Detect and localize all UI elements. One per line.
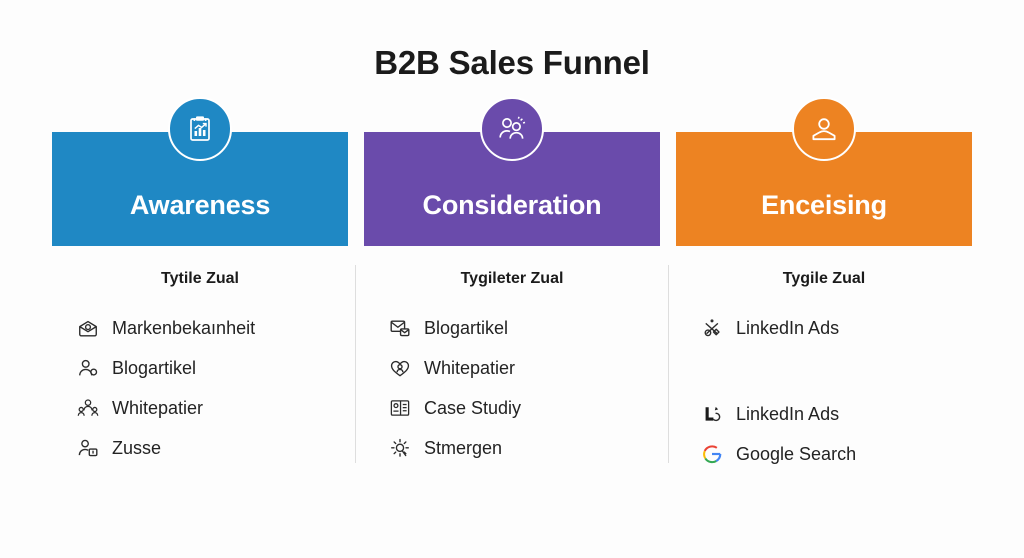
list-item-label: Zusse xyxy=(112,437,162,458)
column-divider-1 xyxy=(355,265,356,463)
stage-banner-consideration: Consideration xyxy=(364,97,660,246)
funnel-stage-awareness: Awareness Tytile Zual Markenbekaınheit xyxy=(52,97,348,468)
stage-item-list: Markenbekaınheit Blogartikel xyxy=(52,308,348,468)
list-item[interactable]: Zusse xyxy=(76,428,348,468)
sun-brightness-icon xyxy=(388,436,412,460)
list-item-label: LinkedIn Ads xyxy=(736,403,840,424)
people-group-icon xyxy=(76,396,100,420)
list-item[interactable]: Stmergen xyxy=(388,428,660,468)
google-g-icon xyxy=(700,442,724,466)
list-item[interactable]: Whitepatier xyxy=(388,348,660,388)
linkedin-l-icon xyxy=(700,402,724,426)
list-item-label: Whitepatier xyxy=(424,357,516,378)
stage-banner-enceising: Enceising xyxy=(676,97,972,246)
person-add-icon xyxy=(76,356,100,380)
list-item[interactable]: Blogartikel xyxy=(388,308,660,348)
funnel-columns: Awareness Tytile Zual Markenbekaınheit xyxy=(0,97,1024,552)
mail-envelope-icon xyxy=(388,316,412,340)
funnel-stage-enceising: Enceising Tygile Zual LinkedIn Ads xyxy=(676,97,972,474)
stage-item-list: Blogartikel Whitepatier xyxy=(364,308,660,468)
stage-item-list: LinkedIn Ads LinkedIn Ads xyxy=(676,308,972,474)
list-item-label: Case Studiy xyxy=(424,397,522,418)
open-envelope-icon xyxy=(76,316,100,340)
stage-subtitle: Tygileter Zual xyxy=(460,270,564,287)
scissors-target-icon xyxy=(700,316,724,340)
list-item[interactable]: Case Studiy xyxy=(388,388,660,428)
list-item-label: Whitepatier xyxy=(112,397,204,418)
list-item[interactable]: Whitepatier xyxy=(76,388,348,428)
page-title: B2B Sales Funnel xyxy=(374,44,650,81)
stage-subtitle: Tytile Zual xyxy=(161,270,239,287)
list-item-label: Markenbekaınheit xyxy=(112,317,256,338)
heart-person-icon xyxy=(388,356,412,380)
stage-banner-awareness: Awareness xyxy=(52,97,348,246)
list-item[interactable]: Google Search xyxy=(700,434,972,474)
funnel-stage-consideration: Consideration Tygileter Zual Blogartikel xyxy=(364,97,660,468)
stage-label: Enceising xyxy=(761,190,887,220)
stage-label: Consideration xyxy=(422,190,602,220)
list-item-label: Blogartikel xyxy=(424,317,509,338)
stage-label: Awareness xyxy=(129,190,271,220)
stage-subtitle: Tygile Zual xyxy=(782,270,866,287)
list-item[interactable]: Markenbekaınheit xyxy=(76,308,348,348)
list-item[interactable]: LinkedIn Ads xyxy=(700,308,972,348)
list-item-label: Stmergen xyxy=(424,437,503,458)
list-item[interactable]: LinkedIn Ads xyxy=(700,394,972,434)
document-list-icon xyxy=(388,396,412,420)
two-people-sparkle-icon xyxy=(480,97,544,161)
list-item-label: Blogartikel xyxy=(112,357,197,378)
list-item-label: Google Search xyxy=(736,443,857,464)
person-card-icon xyxy=(792,97,856,161)
clipboard-chart-icon xyxy=(168,97,232,161)
list-item[interactable]: Blogartikel xyxy=(76,348,348,388)
list-item-label: LinkedIn Ads xyxy=(736,317,840,338)
person-badge-icon xyxy=(76,436,100,460)
column-divider-2 xyxy=(668,265,669,463)
